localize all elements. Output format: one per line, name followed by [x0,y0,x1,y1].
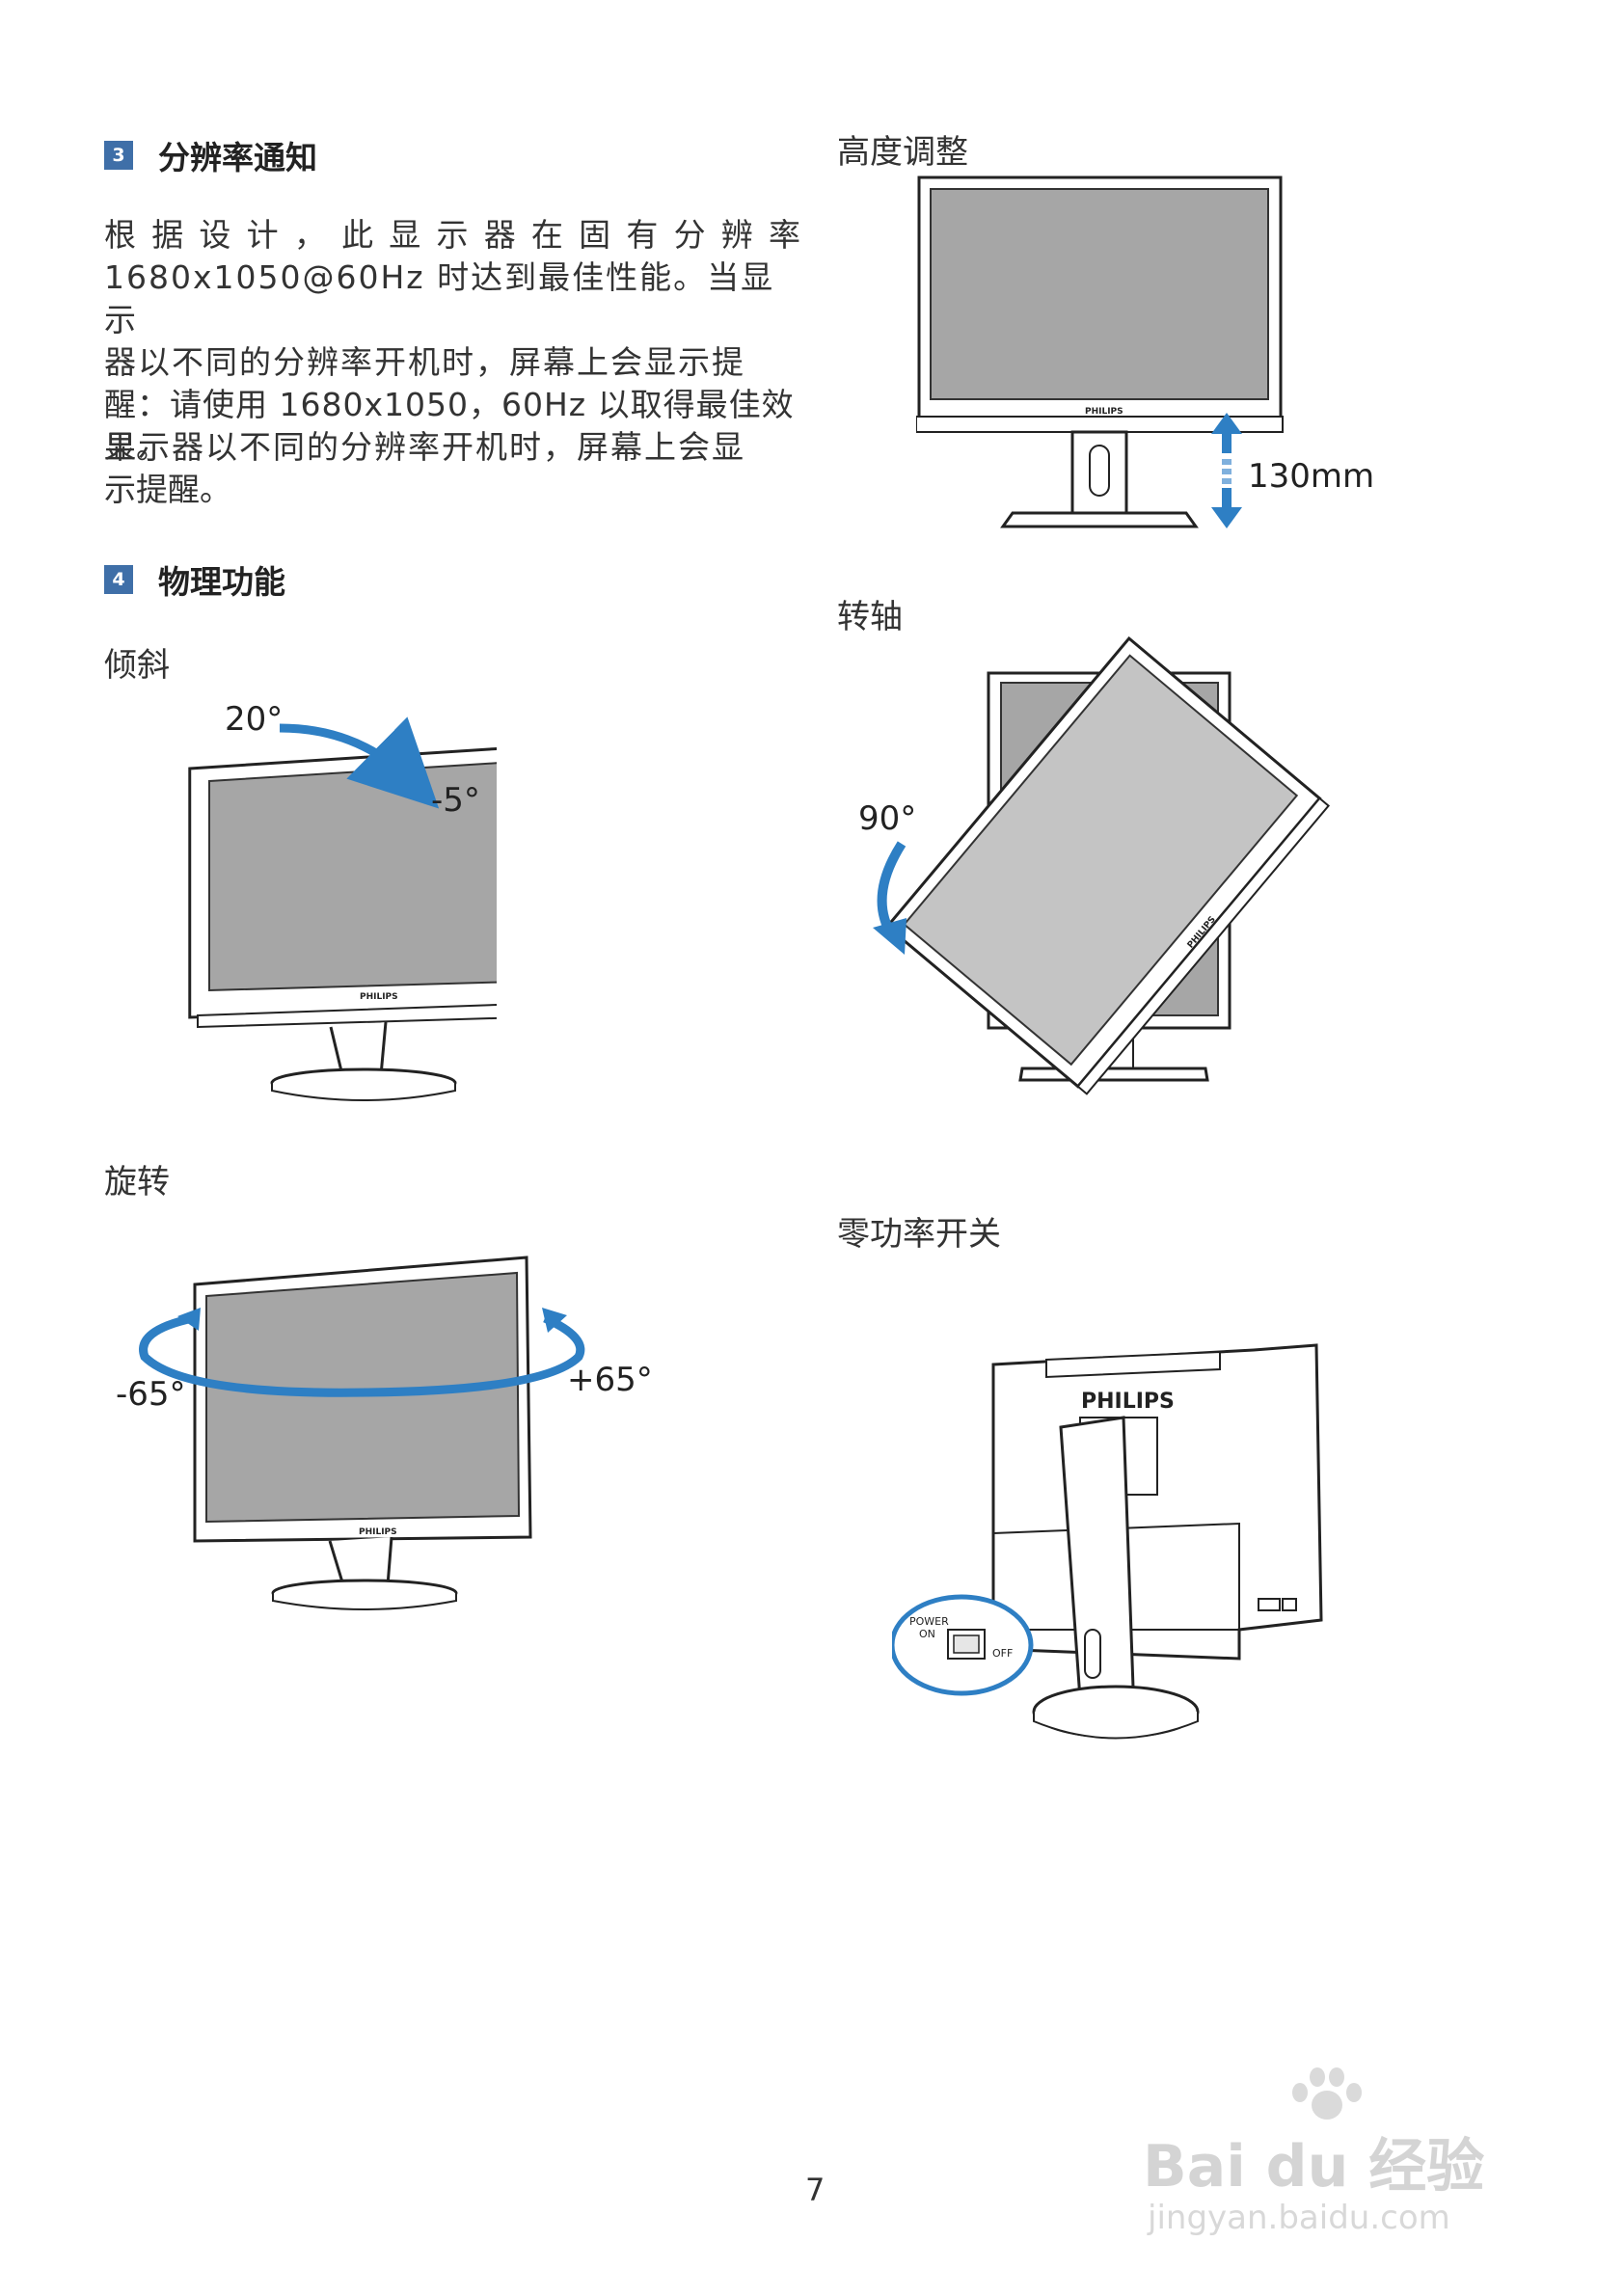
section-3-paragraph-2: 显示器以不同的分辨率开机时，屏幕上会显 示提醒。 [104,426,800,511]
paragraph-line: 果。 [104,428,168,466]
baidu-watermark: Bai du 经验 jingyan.baidu.com [1143,2064,1567,2237]
tilt-angle-up: 20° [225,700,283,739]
brand-logo: PHILIPS [360,992,398,1002]
swivel-angle-right: +65° [567,1361,653,1399]
height-arrow [1211,413,1242,528]
swivel-label: 旋转 [104,1163,170,1202]
tilt-angle-down: -5° [431,781,480,820]
paragraph-line: 器以不同的分辨率开机时，屏幕上会显示提 [104,343,745,381]
watermark-url: jingyan.baidu.com [1148,2199,1450,2237]
brand-logo: PHILIPS [1081,1390,1175,1414]
section-title: 分辨率通知 [158,139,317,176]
pivot-figure: PHILIPS 90° [858,636,1330,1095]
section-number-badge: 3 [104,141,133,170]
section-4-heading: 4 物理功能 [104,556,285,603]
paragraph-line: 示提醒。 [104,471,231,508]
monitor-screen [903,654,1299,1067]
section-3-paragraph-1: 根 据 设 计 ， 此 显 示 器 在 固 有 分 辨 率 1680x1050@… [104,214,800,469]
tilt-figure: PHILIPS 20° -5° [188,700,497,1101]
paragraph-line: 1680x1050@60Hz 时达到最佳性能。当显示 [104,258,775,338]
page-number: 7 [805,2172,826,2208]
power-off-label: OFF [992,1647,1013,1660]
swivel-figure: PHILIPS -65° +65° [116,1256,653,1610]
height-range: 130mm [1248,457,1374,496]
height-label: 高度调整 [837,133,968,172]
tilt-arrow [279,716,440,809]
monitor-screen [930,188,1269,400]
tilt-label: 倾斜 [104,646,170,685]
monitor-screen [205,1271,521,1524]
pivot-label: 转轴 [837,598,903,636]
power-switch-figure: PHILIPS POWER ON OFF [892,1343,1323,1740]
paragraph-line: 显示器以不同的分辨率开机时，屏幕上会显 [104,428,745,466]
brand-logo: PHILIPS [359,1527,397,1537]
power-on-label-line1: POWER [909,1615,949,1628]
power-on-label-line2: ON [919,1628,935,1640]
watermark-logo: Bai du 经验 [1143,2133,1485,2201]
power-switch-label: 零功率开关 [837,1215,1001,1254]
swivel-arrow [139,1313,585,1397]
section-title: 物理功能 [158,563,285,601]
paragraph-line: 醒：请使用 1680x1050，60Hz 以取得最佳效 [104,386,795,423]
paragraph-line: 根 据 设 计 ， 此 显 示 器 在 固 有 分 辨 率 [104,216,800,254]
pivot-angle: 90° [858,799,916,838]
height-figure: PHILIPS 130mm [916,176,1374,528]
brand-logo: PHILIPS [1085,407,1123,417]
section-number-badge: 4 [104,565,133,594]
baidu-paw-icon [1292,2064,1362,2121]
swivel-angle-left: -65° [116,1375,186,1414]
section-3-heading: 3 分辨率通知 [104,132,317,178]
